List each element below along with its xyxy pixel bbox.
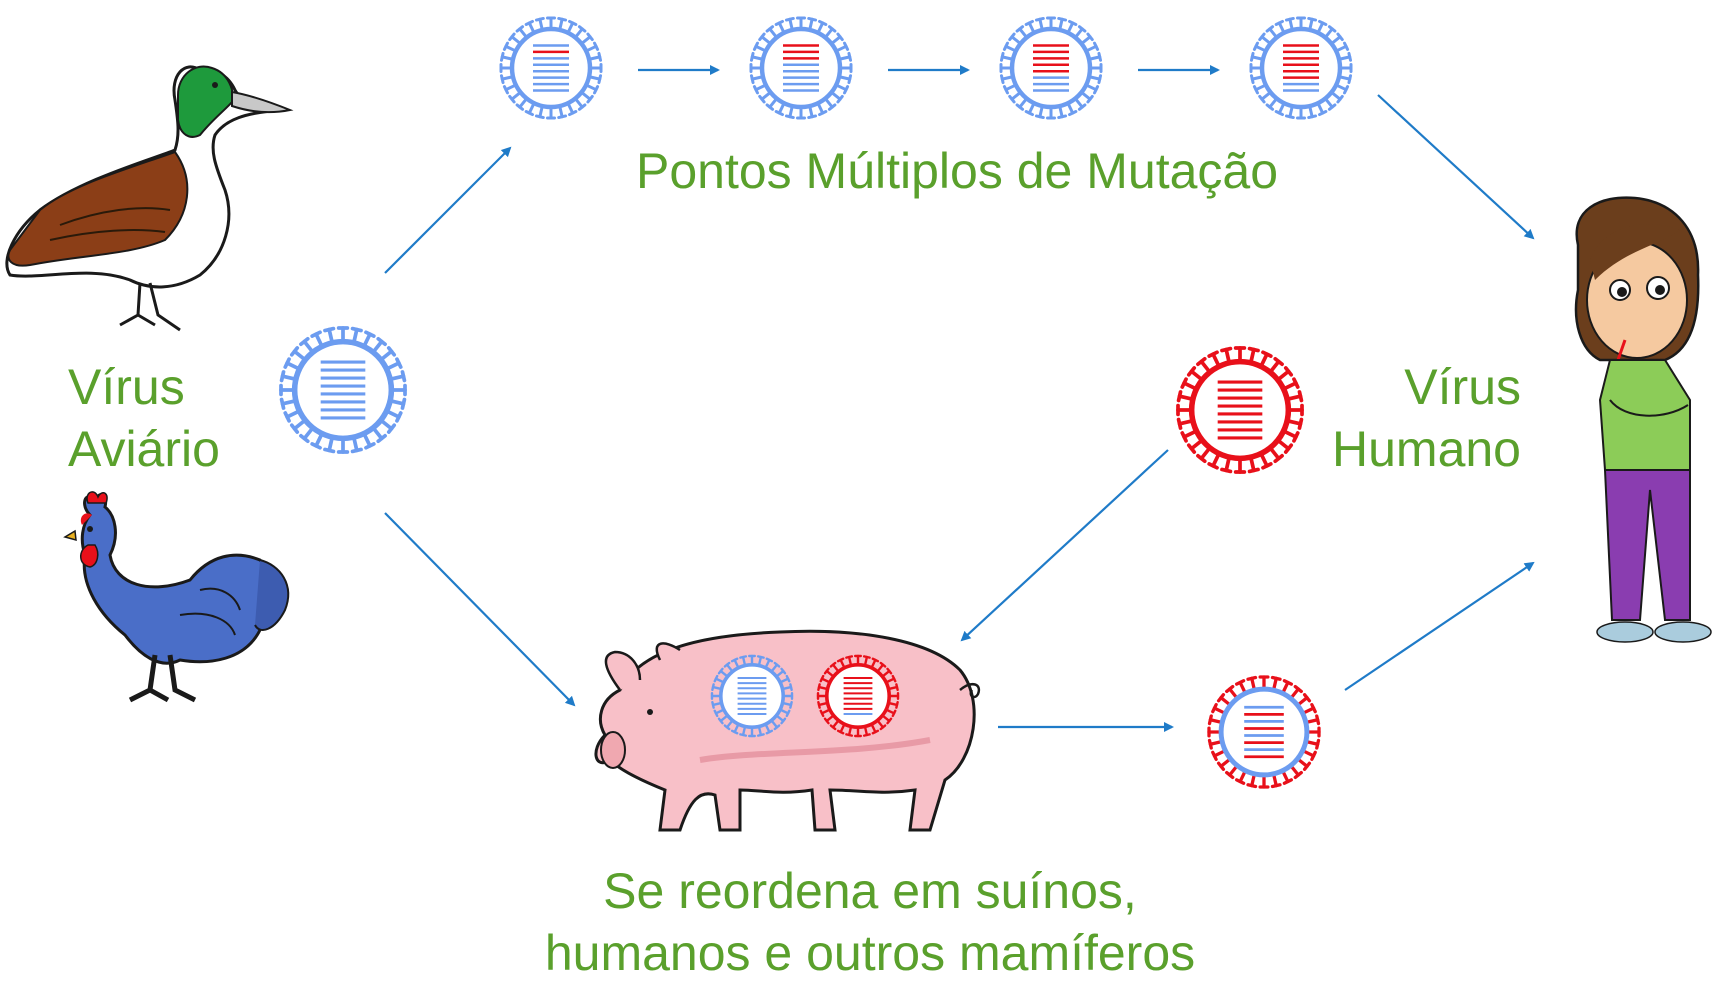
virus-icon [1249,16,1353,120]
pig-icon [594,629,981,832]
rooster-icon [63,491,290,703]
avian-virus-label-line1: Vírus [68,359,185,415]
virus-icon [279,326,407,454]
sick-girl-icon [1574,196,1712,643]
human-virus-label-line1: Vírus [1404,359,1521,415]
arrows [384,65,1535,732]
human-virus-label: Vírus Humano [1332,356,1521,480]
reassortment-label-line2: humanos e outros mamíferos [544,925,1196,981]
reassortment-label: Se reordena em suínos, humanos e outros … [440,860,1300,984]
arrow-avian-to-pig [384,512,576,707]
virus-icon [1176,346,1304,474]
reassortment-label-line1: Se reordena em suínos, [603,863,1137,919]
virus-icon [999,16,1103,120]
arrow-reassorted-to-human [1344,561,1535,691]
duck-icon [5,65,294,332]
avian-virus-label: Vírus Aviário [68,356,220,480]
avian-virus-label-line2: Aviário [68,421,220,477]
arrow-avian-to-mutation [384,146,512,274]
virus-icon [499,16,603,120]
arrow-mutation-to-human [1377,94,1535,240]
virus-icon [816,654,900,738]
virus-icon [1207,675,1321,789]
human-virus-label-line2: Humano [1332,421,1521,477]
virus-icon [749,16,853,120]
virus-icon [710,654,794,738]
arrow-human-virus-to-pig [960,449,1169,642]
mutation-label: Pontos Múltiplos de Mutação [636,143,1279,199]
